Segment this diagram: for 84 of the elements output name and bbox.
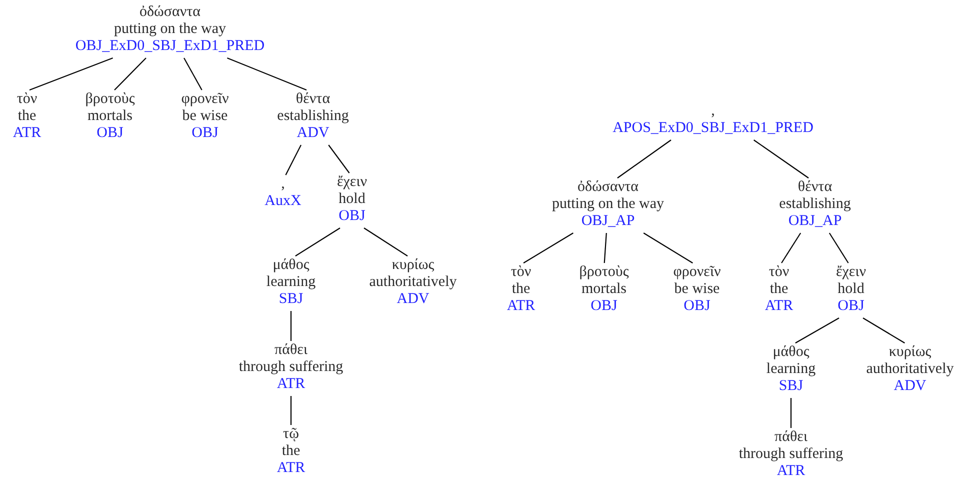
dependency-tag: ATR <box>276 460 306 477</box>
word-label: hold <box>338 191 366 208</box>
word-label: learning <box>766 361 816 378</box>
tree-branch <box>795 318 840 344</box>
tree-branch <box>295 228 340 256</box>
dependency-tag: ATR <box>12 125 42 142</box>
word-label: τὸν <box>510 264 532 281</box>
tree-branch <box>328 144 350 174</box>
word-label: τῷ <box>283 426 299 443</box>
tree-branch <box>227 57 307 91</box>
word-label: , <box>711 103 715 120</box>
word-label: φρονεῖν <box>673 264 721 281</box>
word-label: ἔχειν <box>836 264 866 281</box>
tree-branch <box>29 57 113 91</box>
dependency-tag: OBJ_AP <box>581 213 635 230</box>
word-label: τὸν <box>16 91 38 108</box>
word-label: ὀδώσαντα <box>577 179 639 196</box>
dependency-tag: ATR <box>776 463 806 480</box>
word-label: be wise <box>182 108 228 125</box>
dependency-tag: ADV <box>296 125 330 142</box>
tree-branch <box>523 232 574 264</box>
tree-branch <box>753 140 809 178</box>
word-label: , <box>281 176 285 193</box>
word-label: putting on the way <box>114 21 226 38</box>
word-label: mortals <box>88 108 132 125</box>
tree-branch <box>285 144 302 176</box>
dependency-tag: APOS_ExD0_SBJ_ExD1_PRED <box>612 120 814 137</box>
dependency-tag: ADV <box>396 291 430 308</box>
word-label: πάθει <box>774 429 808 446</box>
dependency-tag: AuxX <box>264 193 302 210</box>
word-label: learning <box>266 274 316 291</box>
dependency-tag: OBJ <box>590 298 618 315</box>
word-label: the <box>18 108 36 125</box>
word-label: the <box>282 443 300 460</box>
word-label: θέντα <box>798 179 832 196</box>
tree-branch <box>790 398 792 428</box>
tree-branch <box>184 58 202 90</box>
word-label: μάθος <box>772 344 810 361</box>
word-label: establishing <box>779 196 851 213</box>
word-label: putting on the way <box>552 196 664 213</box>
tree-branch <box>290 311 292 341</box>
dependency-tag: OBJ <box>684 298 710 315</box>
word-label: establishing <box>277 108 349 125</box>
tree-branch <box>828 232 849 264</box>
word-label: κυρίως <box>888 344 932 361</box>
dependency-tag: OBJ <box>338 208 366 225</box>
tree-branch <box>781 232 802 264</box>
word-label: φρονεῖν <box>181 91 229 108</box>
tree-branch <box>364 228 408 256</box>
word-label: mortals <box>582 281 626 298</box>
dependency-tag: SBJ <box>278 291 304 308</box>
dependency-tag: OBJ <box>838 298 864 315</box>
dependency-tag: ADV <box>894 378 926 395</box>
word-label: μάθος <box>272 257 310 274</box>
word-label: πάθει <box>274 342 308 359</box>
word-label: hold <box>838 281 864 298</box>
dependency-tag: ATR <box>764 298 794 315</box>
tree-branch <box>290 396 292 425</box>
dependency-tag: OBJ <box>192 125 218 142</box>
word-label: ἔχειν <box>336 174 368 191</box>
tree-branch <box>114 58 146 90</box>
dependency-tag: ATR <box>506 298 536 315</box>
word-label: authoritatively <box>369 274 457 291</box>
word-label: through suffering <box>238 359 344 376</box>
dependency-tag: OBJ_ExD0_SBJ_ExD1_PRED <box>75 38 265 55</box>
word-label: βροτοὺς <box>85 91 135 108</box>
dependency-tag: OBJ_AP <box>788 213 842 230</box>
word-label: κυρίως <box>392 257 434 274</box>
word-label: τὸν <box>768 264 790 281</box>
dependency-tag: OBJ <box>96 125 124 142</box>
word-label: βροτοὺς <box>579 264 629 281</box>
word-label: authoritatively <box>866 361 954 378</box>
tree-branch <box>617 140 672 178</box>
tree-branch <box>604 232 607 264</box>
word-label: θέντα <box>296 91 330 108</box>
word-label: through suffering <box>738 446 844 463</box>
word-label: be wise <box>674 281 720 298</box>
dependency-tag: SBJ <box>778 378 804 395</box>
tree-branch <box>862 318 905 344</box>
word-label: the <box>770 281 788 298</box>
word-label: ὀδώσαντα <box>139 4 201 21</box>
dependency-tag: ATR <box>276 376 306 393</box>
tree-branch <box>643 232 693 264</box>
word-label: the <box>512 281 530 298</box>
